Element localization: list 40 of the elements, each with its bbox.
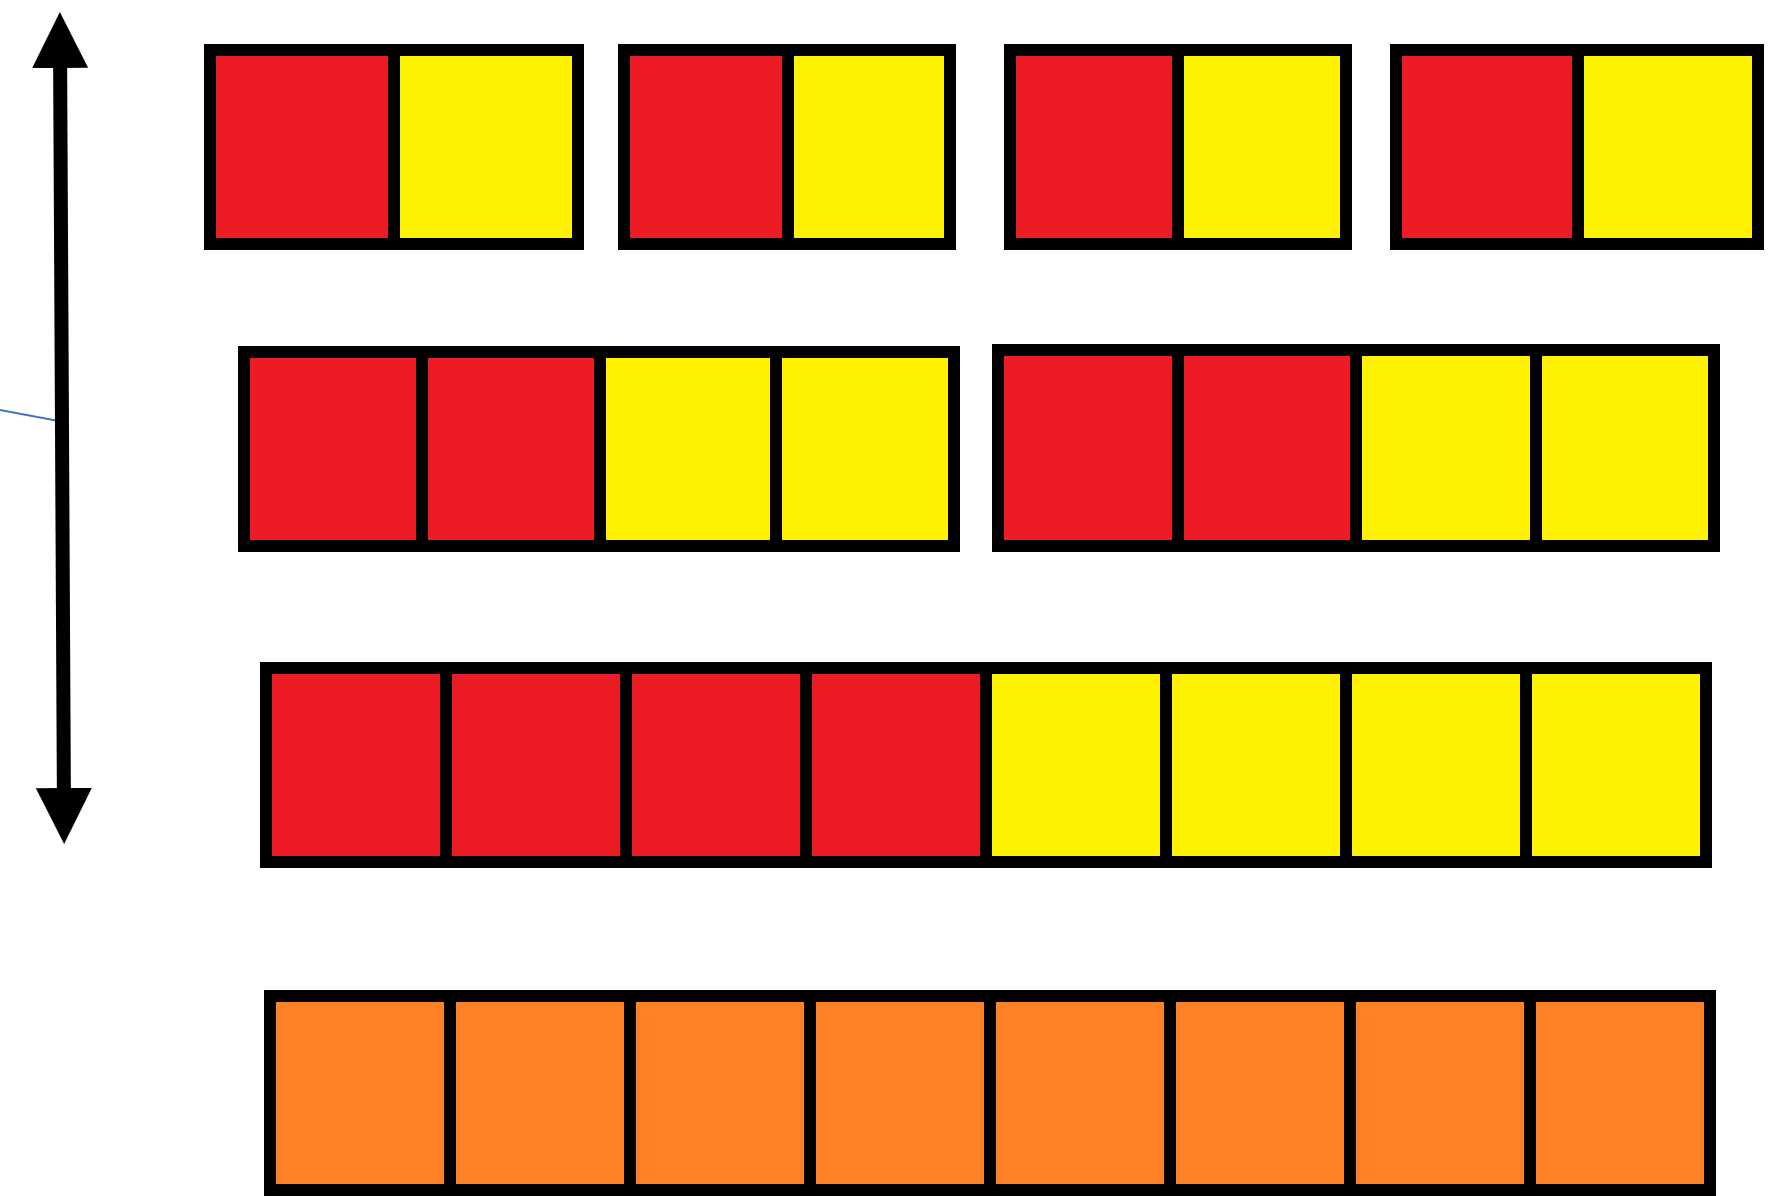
bar <box>264 990 1716 1196</box>
square <box>216 56 388 238</box>
square <box>1183 356 1350 540</box>
bar <box>260 662 1712 868</box>
square <box>1536 1002 1704 1184</box>
square <box>1016 56 1172 238</box>
square <box>636 1002 804 1184</box>
square <box>272 674 440 856</box>
square <box>630 56 781 238</box>
square <box>1402 56 1571 238</box>
square <box>605 358 771 540</box>
square <box>793 56 944 238</box>
square <box>400 56 572 238</box>
square <box>812 674 980 856</box>
square <box>1532 674 1700 856</box>
square <box>996 1002 1164 1184</box>
square <box>1352 674 1520 856</box>
bar <box>618 44 956 250</box>
square <box>1541 356 1708 540</box>
square <box>456 1002 624 1184</box>
square <box>1184 56 1340 238</box>
square <box>1362 356 1529 540</box>
square <box>632 674 800 856</box>
square <box>1004 356 1171 540</box>
bar <box>1390 44 1764 250</box>
square <box>250 358 416 540</box>
square <box>1176 1002 1344 1184</box>
square <box>276 1002 444 1184</box>
bar <box>238 346 960 552</box>
bar <box>992 344 1720 552</box>
square <box>992 674 1160 856</box>
square <box>816 1002 984 1184</box>
square <box>1583 56 1752 238</box>
square <box>782 358 948 540</box>
bar <box>204 44 584 250</box>
square <box>452 674 620 856</box>
bar <box>1004 44 1352 250</box>
square <box>1356 1002 1524 1184</box>
square <box>1172 674 1340 856</box>
square <box>427 358 593 540</box>
